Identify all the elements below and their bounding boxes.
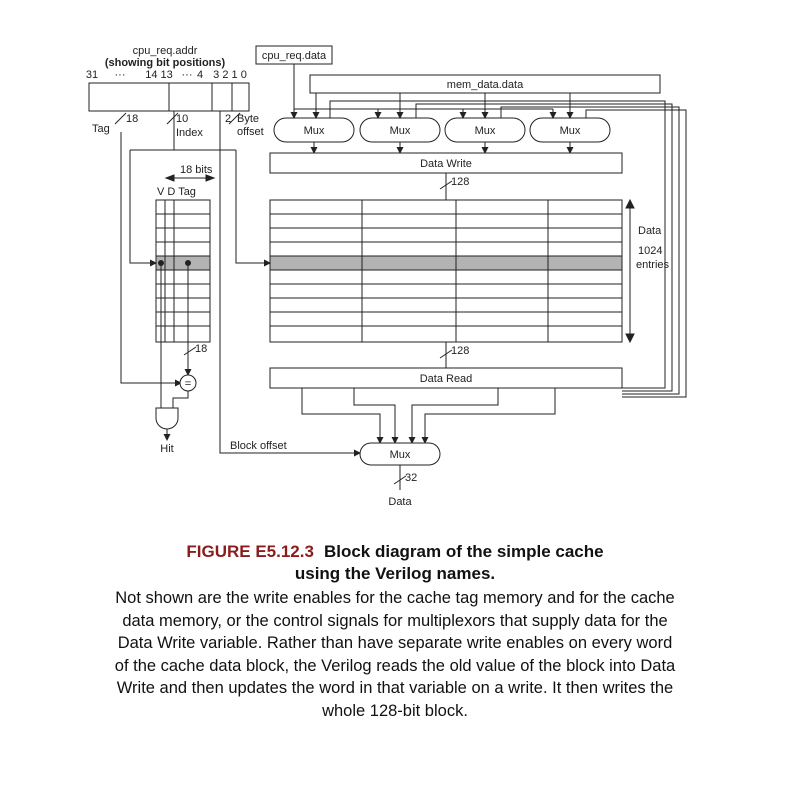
- data-read-label: Data Read: [420, 373, 473, 385]
- tag-width-label: 18 bits: [180, 164, 213, 176]
- data-read-box: [269, 367, 623, 389]
- write-mux-2-label: Mux: [390, 125, 411, 137]
- figure-caption: FIGURE E5.12.3 Block diagram of the simpl…: [110, 541, 680, 722]
- cache-block-diagram: cpu_req.addr (showing bit positions) 31 …: [86, 45, 687, 508]
- tag-bits: 18: [126, 113, 138, 125]
- bit-dots-2: ···: [182, 69, 193, 81]
- mux-to-datawrite: [310, 142, 574, 154]
- data-array-label-1: Data: [638, 225, 662, 237]
- bit-14-13: 14 13: [145, 69, 173, 81]
- write-mux-3-label: Mux: [475, 125, 496, 137]
- data-read-register: Data Read: [269, 367, 623, 389]
- data-array-box: [269, 199, 623, 343]
- write-muxes: Mux Mux Mux Mux: [273, 117, 611, 143]
- figure-number: FIGURE E5.12.3: [186, 542, 314, 561]
- byte-field-slash: [228, 112, 241, 125]
- read-width: 128: [451, 345, 469, 357]
- index-bits: 10: [176, 113, 188, 125]
- block-offset-label: Block offset: [230, 440, 287, 452]
- write-mux-4-label: Mux: [560, 125, 581, 137]
- bit-3210: 3 2 1 0: [213, 69, 247, 81]
- hit-label: Hit: [160, 443, 173, 455]
- cpu-data-input: cpu_req.data: [255, 45, 333, 65]
- caption-body: Not shown are the write enables for the …: [114, 589, 676, 720]
- output-mux: Mux 32 Data: [359, 442, 441, 508]
- data-array: [269, 198, 635, 344]
- dataread-to-outmux: [301, 388, 556, 444]
- hit-and-gate: [155, 407, 179, 441]
- mem-data-label: mem_data.data: [447, 79, 524, 91]
- index-field-slash: [166, 112, 179, 125]
- array-to-dataread: [439, 342, 453, 368]
- cpu-data-bus: [290, 64, 557, 119]
- index-line: [129, 111, 271, 267]
- tag-field-slash: [114, 112, 127, 125]
- compare-symbol: =: [185, 378, 191, 390]
- addr-subtitle: (showing bit positions): [105, 57, 226, 69]
- bit-dots-1: ···: [115, 69, 126, 81]
- tag-columns-label: V D Tag: [157, 186, 196, 198]
- data-array-label-2: 1024: [638, 245, 662, 257]
- block-offset-line: [219, 111, 361, 457]
- caption-title-1: Block diagram of the simple cache: [323, 542, 604, 561]
- feedback-bus: [329, 100, 687, 398]
- tag-array: 18 bits V D Tag: [155, 164, 216, 343]
- address-register: cpu_req.addr (showing bit positions) 31 …: [86, 45, 264, 139]
- data-write-label: Data Write: [420, 158, 472, 170]
- selected-tag-row: [156, 256, 210, 270]
- data-write-register: Data Write 128: [269, 152, 623, 200]
- output-mux-label: Mux: [390, 449, 411, 461]
- cpu-data-label: cpu_req.data: [262, 50, 327, 62]
- compare-width: 18: [195, 343, 207, 355]
- offset-bits: 2: [225, 113, 231, 125]
- out-width: 32: [405, 472, 417, 484]
- offset-label-2: offset: [237, 126, 264, 138]
- index-label: Index: [176, 127, 203, 139]
- addr-title: cpu_req.addr: [133, 45, 198, 57]
- write-mux-1-label: Mux: [304, 125, 325, 137]
- tag-check-lines: [120, 132, 197, 408]
- offset-label-1: Byte: [237, 113, 259, 125]
- mem-data-bus: [312, 93, 574, 119]
- tag-comparator: =: [179, 374, 197, 392]
- tag-label: Tag: [92, 123, 110, 135]
- caption-heading: FIGURE E5.12.3 Block diagram of the simpl…: [110, 541, 680, 585]
- mem-data-input: mem_data.data: [309, 74, 661, 94]
- write-width: 128: [451, 176, 469, 188]
- out-label: Data: [388, 496, 412, 508]
- bit-4: 4: [197, 69, 203, 81]
- selected-data-row: [270, 256, 622, 270]
- tag-array-box: [155, 199, 211, 343]
- caption-title-2: using the Verilog names.: [294, 564, 496, 583]
- data-array-label-3: entries: [636, 259, 670, 271]
- bit-31: 31: [86, 69, 98, 81]
